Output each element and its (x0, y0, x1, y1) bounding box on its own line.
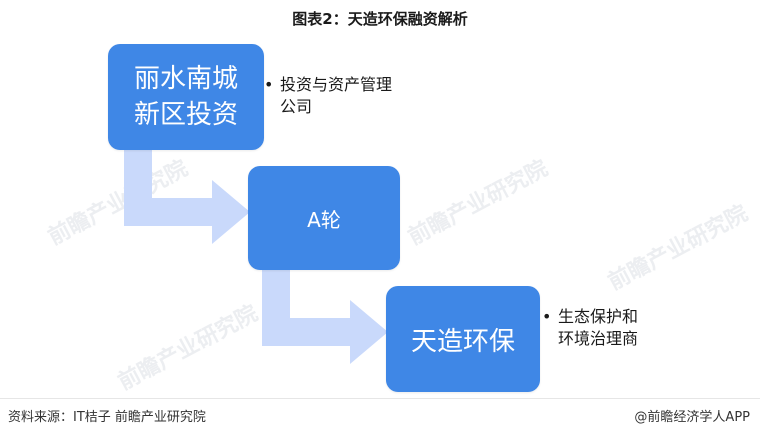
node-round-label: A轮 (307, 207, 341, 232)
brand-note: @前瞻经济学人APP (634, 410, 750, 425)
footer-divider (0, 398, 760, 399)
node-round: A轮 (248, 166, 400, 270)
watermark: 前瞻产业研究院 (404, 156, 553, 251)
watermark: 前瞻产业研究院 (114, 301, 263, 396)
arrow-2 (262, 270, 388, 364)
company-bullet: • 生态保护和环境治理商 (542, 306, 652, 350)
chart-title: 图表2：天造环保融资解析 (292, 10, 468, 28)
watermark: 前瞻产业研究院 (604, 201, 753, 296)
investor-bullet: • 投资与资产管理公司 (264, 74, 404, 118)
bullet-dot-icon: • (264, 75, 274, 94)
arrow-1 (124, 150, 250, 244)
bullet-dot-icon: • (542, 307, 552, 326)
source-note: 资料来源：IT桔子 前瞻产业研究院 (8, 410, 206, 425)
node-investor-label: 丽水南城新区投资 (133, 64, 238, 130)
company-bullet-text: 生态保护和环境治理商 (558, 307, 639, 348)
node-company: 天造环保 (386, 286, 540, 392)
node-investor: 丽水南城新区投资 (108, 44, 264, 150)
node-company-label: 天造环保 (410, 326, 515, 357)
investor-bullet-text: 投资与资产管理公司 (280, 75, 393, 116)
